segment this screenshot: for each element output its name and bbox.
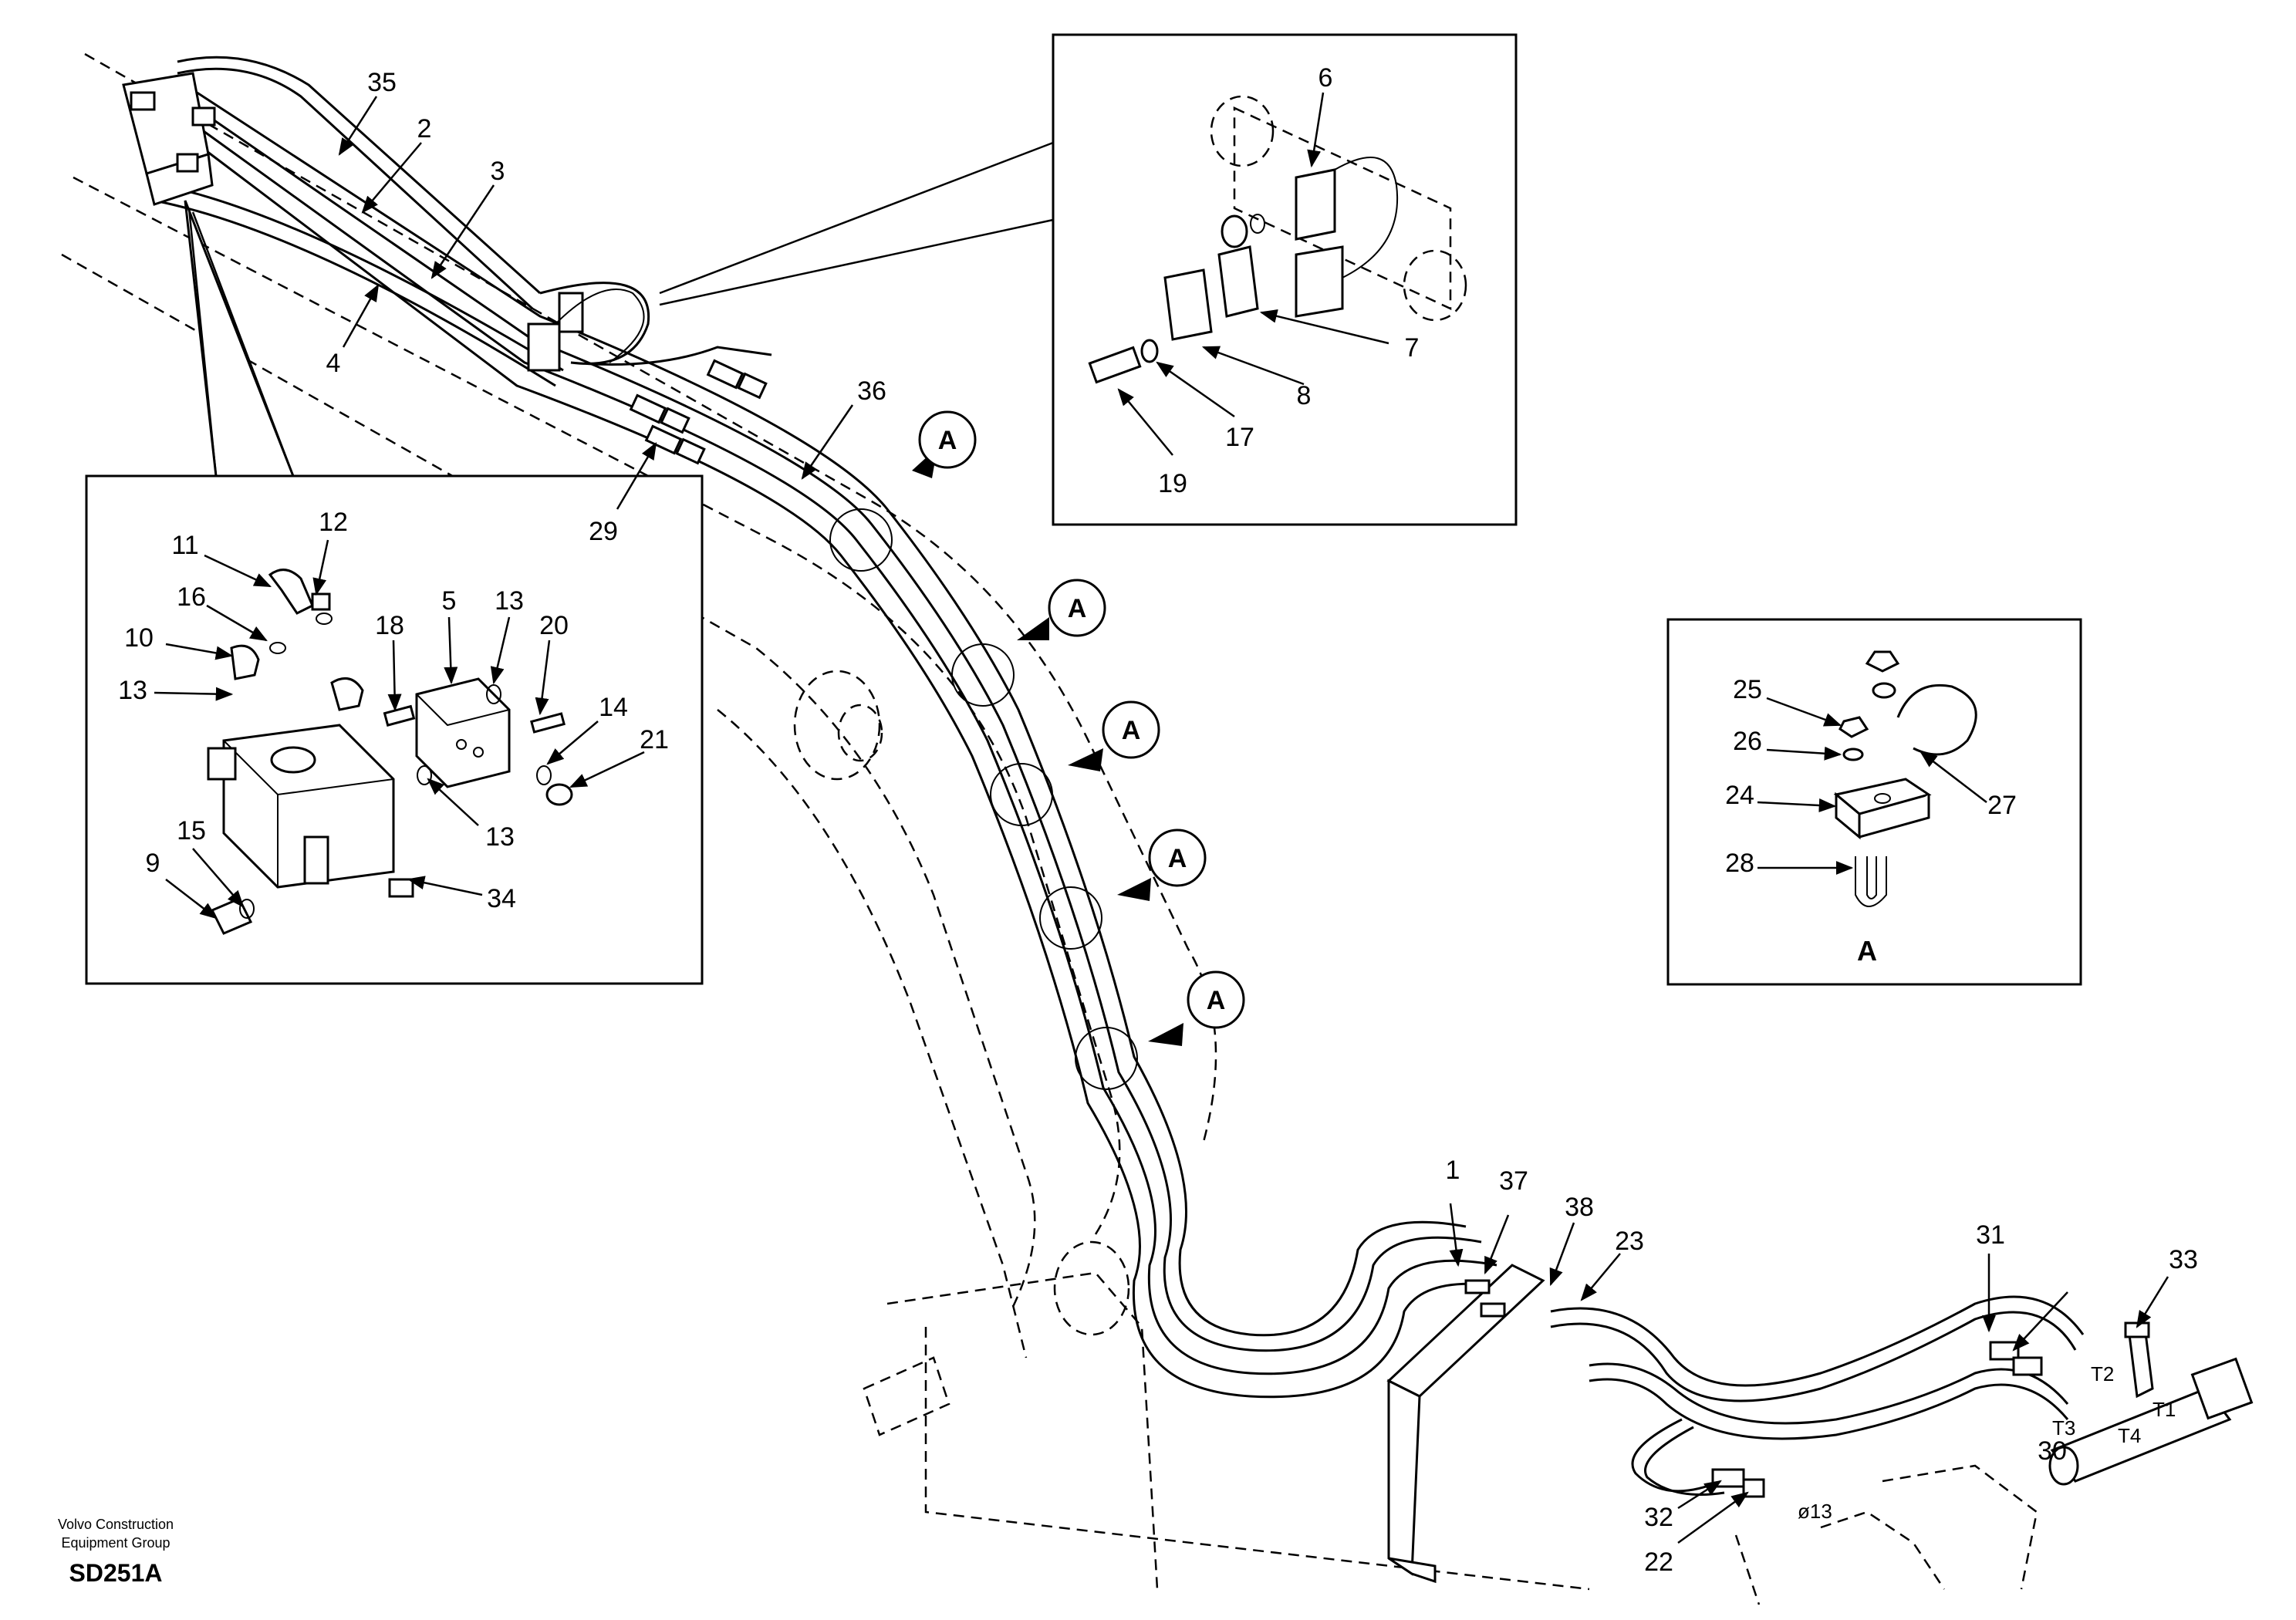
part-label-22: 21: [640, 725, 669, 754]
part-label-8: 8: [1297, 381, 1312, 410]
detail-valve-inset: [85, 200, 704, 985]
part-label-15: 14: [599, 693, 628, 722]
callout-a-5: A: [1148, 970, 1245, 1046]
part-label-18: 17: [1225, 423, 1254, 452]
part-label-26: 25: [1733, 675, 1762, 704]
part-label-25: 24: [1725, 781, 1754, 810]
part-label-21: 20: [539, 611, 569, 640]
part-label-39: 38: [1565, 1193, 1594, 1222]
part-label-5: 5: [442, 586, 457, 616]
couplings-30: [629, 359, 768, 465]
part-label-12: 12: [319, 508, 348, 537]
part-label-29: 28: [1725, 849, 1754, 878]
detail-a-inset: A: [1666, 618, 2082, 986]
svg-text:T4: T4: [2118, 1424, 2141, 1447]
leader-lines: [154, 92, 2169, 1544]
part-label-31: 30: [2038, 1436, 2067, 1466]
svg-text:A: A: [1122, 716, 1141, 745]
callout-a-4: A: [1117, 829, 1207, 901]
part-label-32: 31: [1976, 1220, 2005, 1250]
part-label-30: 29: [589, 517, 618, 546]
part-label-16: 15: [177, 816, 206, 845]
part-label-4: 4: [326, 349, 341, 378]
part-label-7: 7: [1405, 333, 1420, 363]
part-label-34: 33: [2169, 1245, 2198, 1274]
credit-line-2: Equipment Group: [61, 1535, 170, 1551]
part-label-13a: 13: [495, 586, 524, 616]
part-label-23: 22: [1644, 1547, 1673, 1577]
callout-a-1: A: [912, 410, 977, 478]
part-label-1: 1: [1446, 1156, 1460, 1185]
part-label-9: 9: [146, 849, 160, 878]
part-label-6: 6: [1319, 63, 1333, 93]
arm-bracket: [1386, 1264, 1545, 1584]
svg-text:A: A: [938, 426, 957, 455]
part-label-38: 37: [1499, 1166, 1528, 1196]
part-label-19: 18: [375, 611, 404, 640]
boom-valve-block: [122, 72, 216, 206]
callout-a-2: A: [1017, 579, 1106, 640]
svg-text:T2: T2: [2091, 1362, 2114, 1385]
part-label-20: 19: [1158, 469, 1187, 498]
figure-footer: Volvo Construction Equipment Group SD251…: [58, 1517, 174, 1587]
credit-line-1: Volvo Construction: [58, 1517, 174, 1532]
right-cylinder: T2 T3 T1 T4: [2048, 1321, 2254, 1486]
clamp-locations: [829, 508, 1138, 1090]
part-label-11: 11: [171, 531, 198, 560]
part-label-13b: 13: [485, 822, 515, 852]
svg-text:T1: T1: [2152, 1398, 2176, 1421]
boom-hose-clamp: [527, 289, 645, 372]
boom-outline: [61, 52, 2038, 1605]
hose-bundle: [154, 56, 1513, 1399]
part-label-33: 32: [1644, 1503, 1673, 1532]
part-label-27: 26: [1733, 727, 1762, 756]
part-label-24: 23: [1615, 1227, 1644, 1256]
part-label-36: 35: [367, 68, 397, 97]
part-label-28: 27: [1987, 791, 2017, 820]
svg-text:A: A: [1068, 594, 1087, 623]
diameter-label: ø13: [1798, 1500, 1832, 1523]
svg-text:A: A: [1168, 844, 1187, 873]
part-label-2: 2: [417, 114, 432, 143]
part-label-37: 36: [857, 376, 886, 406]
part-number-labels: 35 2 3 4 36 29 6 7 8 17 19 1 37 38 23 31…: [118, 63, 2198, 1577]
right-hoses: [1550, 1295, 2085, 1498]
figure-code: SD251A: [69, 1559, 163, 1587]
part-label-35: 34: [487, 884, 516, 913]
detail-clamp-inset: [659, 33, 1518, 526]
svg-text:A: A: [1207, 986, 1226, 1015]
svg-text:A: A: [1857, 935, 1877, 967]
svg-text:T3: T3: [2052, 1416, 2075, 1439]
part-label-10: 10: [124, 623, 154, 653]
part-label-14: 13: [118, 676, 147, 705]
callout-a-3: A: [1068, 700, 1160, 771]
part-label-3: 3: [491, 157, 505, 186]
part-label-17: 16: [177, 582, 206, 612]
